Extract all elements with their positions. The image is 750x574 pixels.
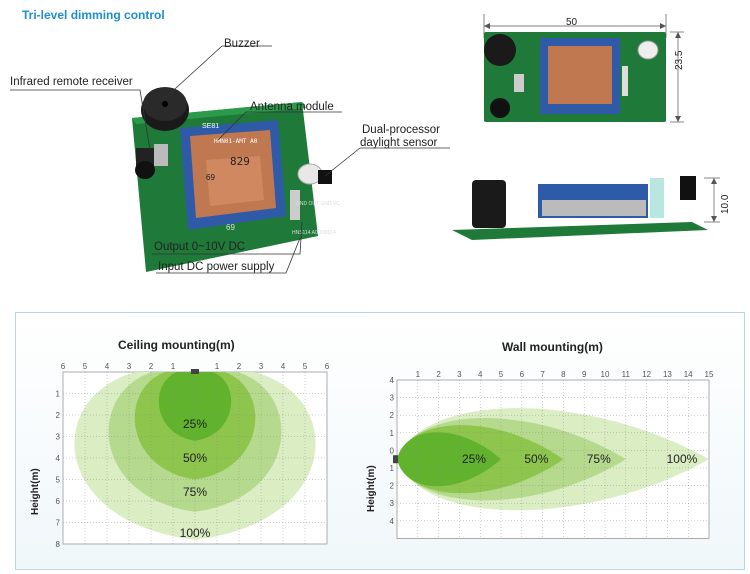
label-daylight-2: daylight sensor bbox=[360, 137, 438, 149]
wall-x-tick: 13 bbox=[663, 370, 672, 379]
wall-x-tick: 3 bbox=[457, 370, 462, 379]
label-daylight-1: Dual-processor bbox=[362, 124, 440, 136]
top-view-drawing bbox=[483, 14, 684, 123]
ceiling-y-tick: 2 bbox=[56, 411, 61, 420]
wall-x-tick: 12 bbox=[642, 370, 651, 379]
wall-x-tick: 11 bbox=[622, 370, 631, 379]
board-drawing: HMN01-AMT A0 829 69 69 SE81 HNS114 A0 19… bbox=[132, 87, 344, 272]
ceiling-chart: 6 5 4 3 2 1 1 2 3 4 5 6 1 2 3 4 5 6 7 8 25% 50% 75% 100% bbox=[56, 362, 330, 549]
ceiling-x-tick: 1 bbox=[215, 362, 220, 371]
pin-labels-text: GND OUT GND VCC bbox=[296, 201, 340, 207]
ceiling-zone-25pct bbox=[158, 372, 232, 441]
label-antenna: Antenna module bbox=[250, 101, 334, 113]
wall-x-tick: 8 bbox=[561, 370, 566, 379]
dim-thickness: 10.0 bbox=[720, 194, 731, 214]
ceiling-zone-label: 25% bbox=[183, 417, 207, 431]
wall-x-tick: 9 bbox=[582, 370, 587, 379]
wall-zone-25pct bbox=[397, 432, 501, 487]
wall-x-tick: 10 bbox=[601, 370, 610, 379]
wall-x-tick: 6 bbox=[520, 370, 525, 379]
wall-y-tick: 4 bbox=[390, 376, 395, 385]
ceiling-chart-title: Ceiling mounting(m) bbox=[118, 338, 235, 352]
wall-zone-label: 50% bbox=[524, 452, 548, 466]
label-output: Output 0~10V DC bbox=[154, 241, 246, 253]
ceiling-x-tick: 6 bbox=[325, 362, 330, 371]
dim-height: 23.5 bbox=[674, 50, 685, 70]
leader-lines bbox=[10, 45, 450, 274]
module-69-text: 69 bbox=[206, 173, 215, 182]
ceiling-x-tick: 4 bbox=[105, 362, 110, 371]
label-ir-receiver: Infrared remote receiver bbox=[10, 76, 133, 88]
ceiling-zone-label: 75% bbox=[183, 485, 207, 499]
wall-x-tick: 14 bbox=[684, 370, 693, 379]
ceiling-x-tick: 6 bbox=[61, 362, 66, 371]
wall-y-tick: 2 bbox=[390, 411, 395, 420]
module-code-text: HMN01-AMT A0 bbox=[214, 138, 258, 145]
main-board-illustration: HMN01-AMT A0 829 69 69 SE81 HNS114 A0 19… bbox=[110, 40, 344, 280]
side-view-drawing bbox=[452, 176, 720, 240]
top-view: 50 23.5 bbox=[470, 10, 740, 140]
ceiling-zone-label: 50% bbox=[183, 451, 207, 465]
wall-y-tick: 3 bbox=[390, 499, 395, 508]
wall-zone-label: 75% bbox=[587, 452, 611, 466]
ceiling-x-tick: 1 bbox=[171, 362, 176, 371]
wall-y-tick: 3 bbox=[390, 394, 395, 403]
ceiling-x-tick: 3 bbox=[127, 362, 132, 371]
wall-x-tick: 15 bbox=[705, 370, 714, 379]
board-rev-text: HNS114 A0 190614 bbox=[292, 230, 336, 236]
ceiling-y-tick: 8 bbox=[56, 540, 61, 549]
module-number-text: 829 bbox=[230, 155, 250, 168]
ceiling-x-tick: 5 bbox=[303, 362, 308, 371]
side-view: 10.0 bbox=[452, 170, 742, 250]
ceiling-x-tick: 4 bbox=[281, 362, 286, 371]
wall-zone-label: 100% bbox=[667, 452, 698, 466]
ceiling-x-tick: 3 bbox=[259, 362, 264, 371]
label-input: Input DC power supply bbox=[158, 261, 275, 273]
ceiling-x-tick: 2 bbox=[237, 362, 242, 371]
ceiling-ylabel: Height(m) bbox=[30, 468, 41, 515]
wall-y-tick: 2 bbox=[390, 482, 395, 491]
wall-x-tick: 1 bbox=[416, 370, 421, 379]
board-69-text: 69 bbox=[226, 223, 235, 232]
ceiling-x-tick: 5 bbox=[83, 362, 88, 371]
ceiling-zone-label: 100% bbox=[180, 526, 211, 540]
ceiling-y-tick: 1 bbox=[56, 390, 61, 399]
wall-x-tick: 4 bbox=[478, 370, 483, 379]
ceiling-y-tick: 7 bbox=[56, 519, 61, 528]
wall-x-tick: 2 bbox=[436, 370, 441, 379]
label-buzzer: Buzzer bbox=[224, 38, 260, 50]
wall-y-tick: 1 bbox=[390, 464, 395, 473]
ceiling-y-tick: 4 bbox=[56, 454, 61, 463]
wall-y-tick: 0 bbox=[390, 446, 395, 455]
wall-sensor-marker bbox=[393, 455, 398, 464]
ceiling-y-tick: 3 bbox=[56, 433, 61, 442]
ceiling-x-tick: 2 bbox=[149, 362, 154, 371]
board-code-text: SE81 bbox=[202, 123, 219, 130]
wall-chart-title: Wall mounting(m) bbox=[502, 340, 603, 354]
ceiling-y-tick: 6 bbox=[56, 497, 61, 506]
wall-y-tick: 4 bbox=[390, 517, 395, 526]
ceiling-y-tick: 5 bbox=[56, 476, 61, 485]
wall-y-tick: 1 bbox=[390, 429, 395, 438]
wall-x-tick: 5 bbox=[499, 370, 504, 379]
dim-width: 50 bbox=[566, 17, 578, 28]
wall-zone-label: 25% bbox=[462, 452, 486, 466]
page-title: Tri-level dimming control bbox=[22, 8, 165, 22]
ceiling-sensor-marker bbox=[191, 369, 199, 374]
wall-ylabel: Height(m) bbox=[366, 465, 377, 512]
wall-x-tick: 7 bbox=[540, 370, 545, 379]
